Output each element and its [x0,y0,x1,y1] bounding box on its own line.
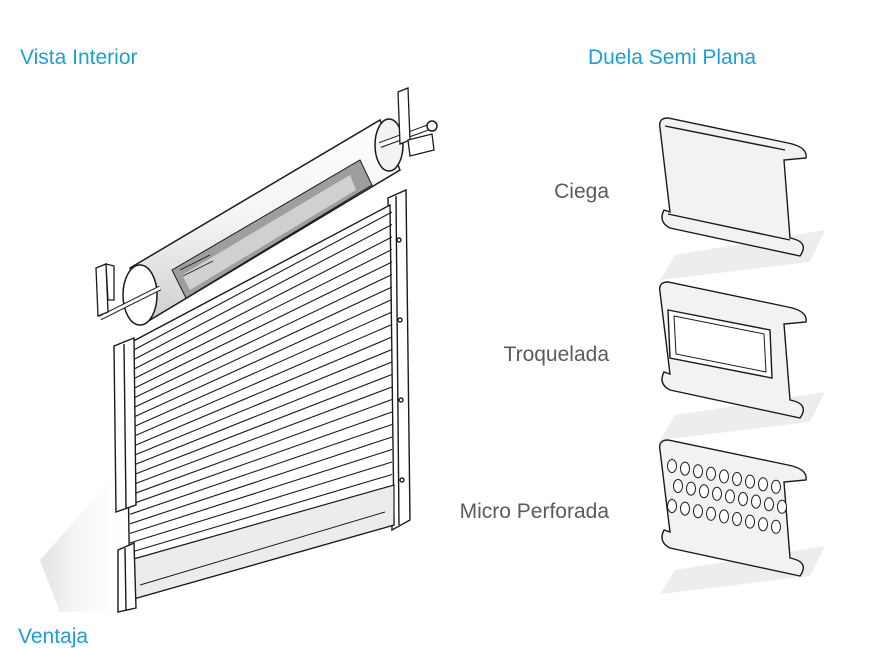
perforation-hole [758,517,768,532]
view-title: Vista Interior [20,46,138,69]
curtain-slat-line [129,298,393,420]
curtain-slat-line [129,461,393,544]
shutter-curtain [125,203,395,601]
perforation-hole [719,509,729,524]
curtain-slat-line [129,261,393,391]
perforation-hole [686,481,696,496]
mounting-bracket-right [397,87,435,157]
perforation-hole [673,479,683,493]
slat-sample-troquelada [658,281,825,440]
slat-label-troquelada: Troquelada [503,343,609,366]
curtain-slat-line [129,311,393,429]
curtain-slat-line [129,386,393,487]
rolling-shutter-illustration [40,87,825,613]
perforation-hole [745,514,755,529]
roll-drum [98,118,438,326]
perforation-hole [680,461,690,476]
perforation-hole [667,499,677,513]
perforation-hole [751,494,761,509]
perforation-hole [693,464,703,479]
curtain-slat-line [129,398,393,496]
curtain-slat-line [129,323,393,439]
curtain-slat-line [129,436,393,525]
perforation-hole [745,474,755,489]
curtain-slat-line [129,373,393,477]
perforation-hole [725,489,735,504]
curtain-slat-line [129,274,393,401]
curtain-slat-line [129,361,393,468]
perforation-hole [732,472,742,486]
perforation-hole [699,484,709,499]
perforation-hole [667,459,677,473]
curtain-slat-line [129,411,393,506]
perforation-hole [738,492,748,506]
perforation-hole [758,477,768,492]
left-guide-rail [113,336,137,613]
mounting-bracket-left [95,263,115,317]
perforation-hole [719,469,729,484]
curtain-slat-line [129,211,393,353]
perforation-hole [764,497,774,512]
slat-sample-ciega [658,117,825,280]
curtain-slat-line [129,236,393,372]
perforation-hole [732,512,742,526]
curtain-slat-line [129,473,393,554]
curtain-slat-line [129,423,393,515]
perforation-hole [706,506,716,521]
perforation-hole [706,466,716,481]
curtain-slat-line [129,448,393,534]
curtain-slat-line [129,224,393,362]
slat-section-title: Duela Semi Plana [588,46,757,69]
perforation-hole [680,501,690,516]
curtain-slat-line [129,286,393,410]
curtain-slat-line [129,336,393,449]
perforation-hole [777,499,787,514]
curtain-slat-line [129,348,393,458]
slat-label-ciega: Ciega [554,180,609,203]
floor-shadow [40,470,130,612]
perforation-hole [771,519,781,534]
slat-label-micro-perforada: Micro Perforada [459,500,609,523]
slat-sample-micro-perforada [658,439,825,594]
curtain-slat-line [129,249,393,382]
perforation-hole [693,504,703,519]
perforation-hole [712,486,722,501]
perforation-hole [771,479,781,494]
